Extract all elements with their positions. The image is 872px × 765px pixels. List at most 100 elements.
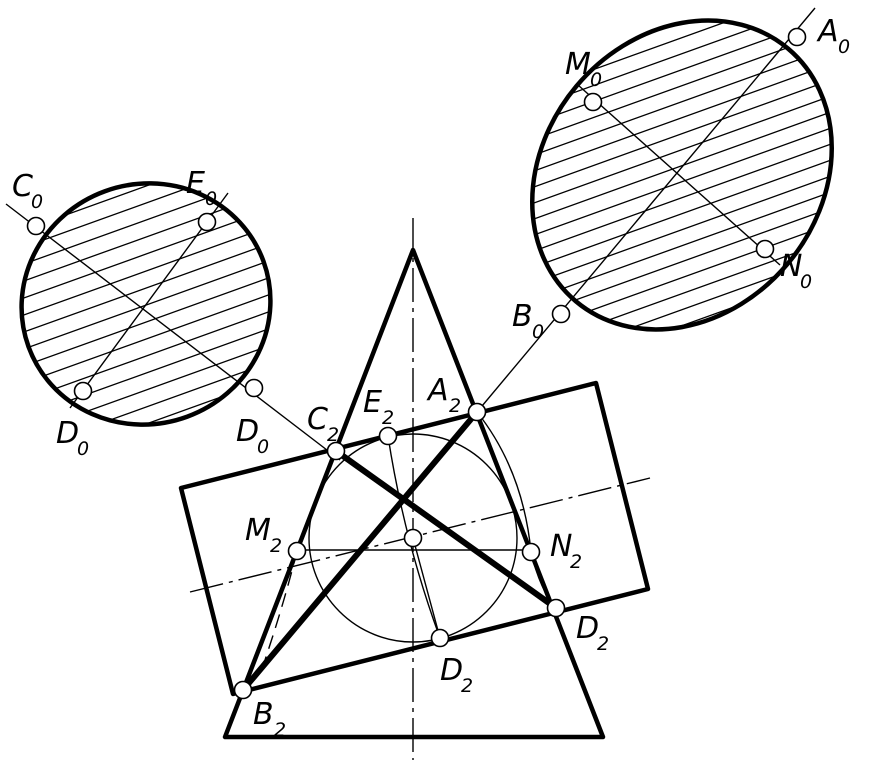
svg-text:0: 0 <box>532 321 544 343</box>
hatch-line <box>519 140 841 257</box>
cone-outline <box>222 247 606 740</box>
hatch-line <box>519 44 841 161</box>
hatch-line <box>519 0 841 33</box>
hatch-line <box>519 124 841 241</box>
svg-text:N: N <box>550 529 572 564</box>
label-d2-bottom: D2 <box>440 653 473 697</box>
left-section-outline <box>19 181 273 427</box>
svg-text:E: E <box>363 385 382 420</box>
right-axis-m0-n0 <box>577 84 781 266</box>
label-d0-left: D0 <box>56 416 89 460</box>
hatch-line <box>519 0 841 17</box>
svg-text:C: C <box>307 402 328 437</box>
prism-axis <box>189 477 651 593</box>
svg-text:2: 2 <box>570 551 582 573</box>
svg-text:M: M <box>245 513 271 548</box>
section-line-c2-d2 <box>333 448 559 611</box>
hatch-line <box>9 148 291 185</box>
point-center <box>403 528 423 548</box>
svg-text:0: 0 <box>800 271 812 293</box>
svg-text:2: 2 <box>461 675 473 697</box>
svg-text:D: D <box>440 653 463 688</box>
svg-text:2: 2 <box>382 407 394 429</box>
hatch-line <box>9 269 291 372</box>
svg-text:0: 0 <box>31 191 43 213</box>
svg-text:D: D <box>236 414 259 449</box>
curve-m2-b2 <box>242 550 298 691</box>
svg-text:2: 2 <box>274 719 286 741</box>
hatch-line <box>9 148 291 151</box>
hatch-line <box>519 364 841 391</box>
point-m2 <box>287 541 307 561</box>
hatch-line <box>9 235 291 338</box>
hatch-line <box>520 397 840 512</box>
prism-outline <box>178 380 651 697</box>
hatch-line <box>9 286 291 389</box>
svg-text:2: 2 <box>327 424 339 446</box>
point-n0 <box>755 239 775 259</box>
svg-text:0: 0 <box>838 36 850 58</box>
point-e2 <box>378 426 398 446</box>
svg-text:A: A <box>816 14 839 49</box>
svg-text:0: 0 <box>590 69 602 91</box>
point-c2 <box>326 441 346 461</box>
point-b2 <box>233 680 253 700</box>
right-axis-a0-b0 <box>476 7 816 413</box>
hatch-line <box>519 380 841 391</box>
hatch-line <box>9 201 291 304</box>
hatch-line <box>9 148 291 202</box>
point-d2-bottom <box>430 628 450 648</box>
hatch-line <box>519 92 841 209</box>
svg-text:E: E <box>186 166 205 201</box>
hatch-line <box>519 284 841 391</box>
point-a0 <box>787 27 807 47</box>
point-d0-right <box>244 378 264 398</box>
point-a2 <box>467 402 487 422</box>
hatch-line <box>9 148 291 219</box>
point-b0 <box>551 304 571 324</box>
hatch-line <box>519 172 841 289</box>
svg-text:B: B <box>512 299 533 334</box>
label-d2-right: D2 <box>576 611 609 655</box>
hatch-line <box>519 348 841 391</box>
svg-text:M: M <box>565 47 591 82</box>
svg-text:0: 0 <box>257 436 269 458</box>
svg-text:D: D <box>576 611 599 646</box>
svg-text:2: 2 <box>449 395 461 417</box>
svg-text:A: A <box>426 373 449 408</box>
right-section-outline <box>530 18 834 332</box>
svg-text:N: N <box>780 249 802 284</box>
left-section-hatching <box>9 148 291 460</box>
point-e0 <box>197 212 217 232</box>
hatch-line <box>519 316 841 391</box>
point-m0 <box>583 92 603 112</box>
point-c0 <box>26 216 46 236</box>
svg-text:C: C <box>12 169 33 204</box>
hatch-line <box>9 252 291 355</box>
point-d0-left <box>73 381 93 401</box>
hatch-line <box>519 108 841 225</box>
svg-text:B: B <box>253 697 274 732</box>
svg-text:0: 0 <box>205 188 217 210</box>
hatch-line <box>519 76 841 193</box>
label-n2: N2 <box>550 529 582 573</box>
svg-text:0: 0 <box>77 438 89 460</box>
svg-text:D: D <box>56 416 79 451</box>
construction-a2-b2 <box>412 537 441 639</box>
point-n2 <box>521 542 541 562</box>
hatch-line <box>519 188 841 305</box>
hatch-line <box>9 218 291 321</box>
label-n0: N0 <box>780 249 812 293</box>
left-axis-c0-d0 <box>5 203 341 461</box>
svg-text:2: 2 <box>270 535 282 557</box>
hatch-line <box>9 150 291 253</box>
